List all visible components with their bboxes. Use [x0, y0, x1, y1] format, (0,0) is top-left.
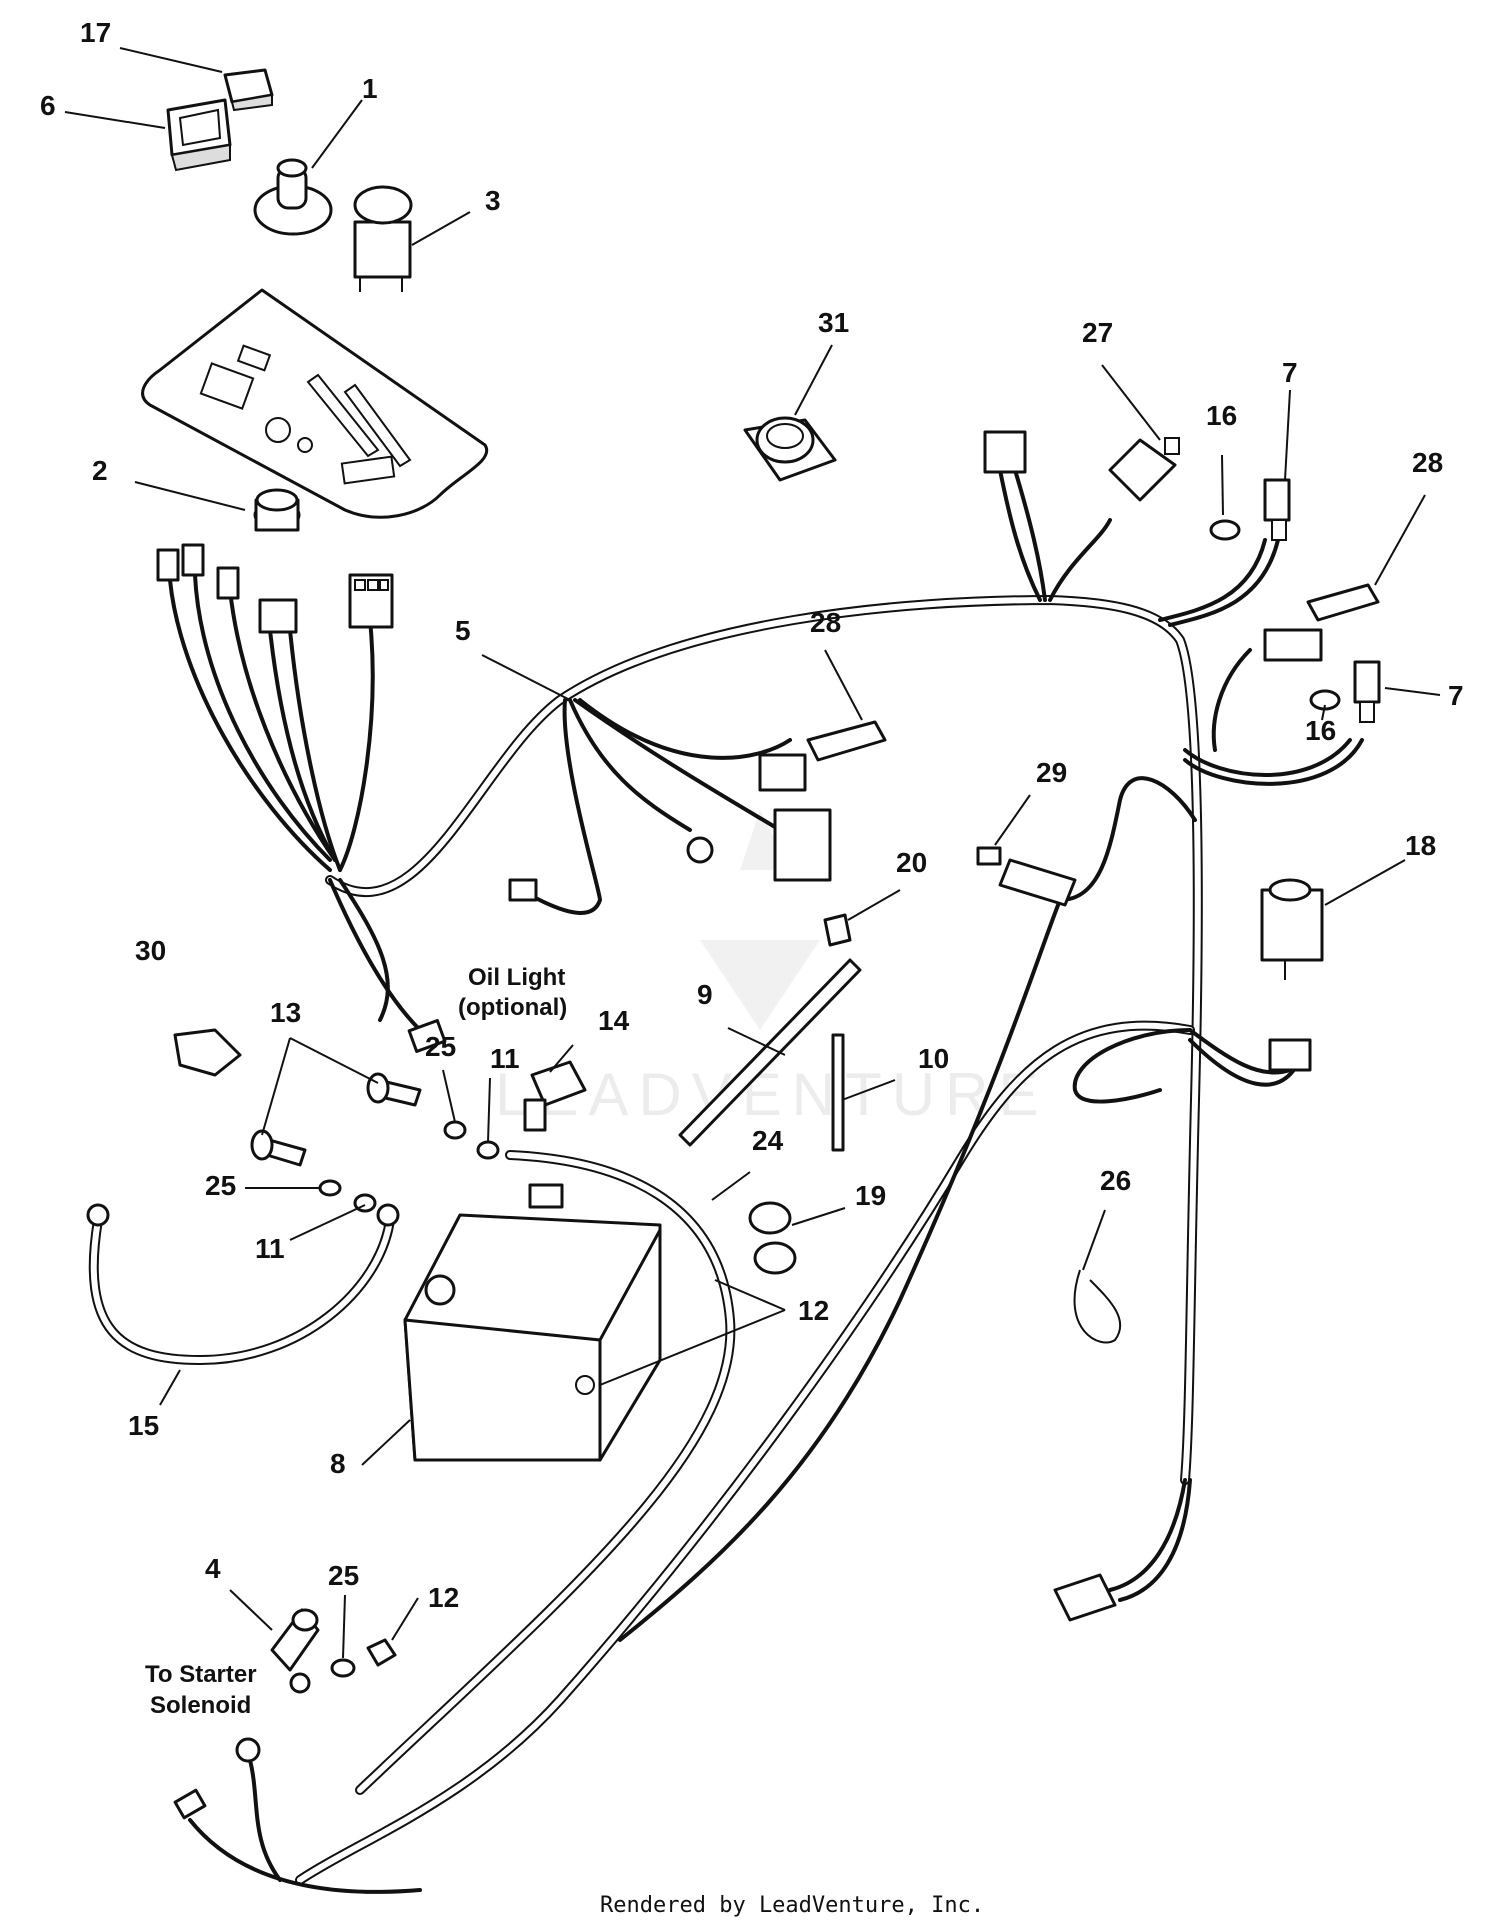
callout-25-b: 25: [205, 1170, 236, 1201]
harness-connectors-left: [156, 543, 394, 634]
oil-light-connector: [407, 1019, 447, 1053]
callout-19: 19: [855, 1180, 886, 1211]
part-31-buzzer: [743, 416, 837, 482]
callout-16-a: 16: [1206, 400, 1237, 431]
callout-7-b: 7: [1448, 680, 1464, 711]
harness-5-connectors: [508, 753, 832, 902]
part-3-pto-switch: [353, 185, 413, 292]
callout-10: 10: [918, 1043, 949, 1074]
callout-20: 20: [896, 847, 927, 878]
part-29-fuse: [976, 846, 1077, 907]
callout-26: 26: [1100, 1165, 1131, 1196]
part-13-bolts: [250, 1072, 422, 1167]
part-19-bushings: [748, 1201, 797, 1275]
bottom-right-connector: [1053, 1573, 1117, 1622]
callout-28-b: 28: [810, 607, 841, 638]
callout-labels: 17 6 1 3 2 31 27 16 7 28 5 28 7 16 29 20…: [40, 17, 1464, 1613]
part-7-relay-b: [1353, 660, 1381, 723]
part-2-socket: [253, 488, 301, 532]
part-8-battery: [403, 1183, 662, 1462]
callout-2: 2: [92, 455, 108, 486]
callout-11-a: 11: [490, 1043, 520, 1074]
part-6-rocker-switch: [166, 98, 232, 172]
callout-31: 31: [818, 307, 849, 338]
callout-30: 30: [135, 935, 166, 966]
part-10-rod: [831, 1033, 845, 1152]
oil-light-note: Oil Light (optional): [458, 964, 567, 1021]
callout-14: 14: [598, 1005, 630, 1036]
dash-panel: [141, 288, 489, 519]
callout-16-b: 16: [1305, 715, 1336, 746]
callout-25-c: 25: [328, 1560, 359, 1591]
callout-8: 8: [330, 1448, 346, 1479]
watermark-text: LEADVENTURE: [495, 1061, 1048, 1128]
wire-bundle: [168, 468, 1364, 1894]
part-14-block: [523, 1060, 587, 1132]
part-15-cable: [86, 1203, 400, 1366]
part-4-boot: [270, 1608, 320, 1672]
callout-1: 1: [362, 73, 378, 104]
watermark-flame-icon: [700, 810, 820, 1030]
starter-label-line2: Solenoid: [150, 1692, 251, 1719]
part-27-connectors: [983, 430, 1180, 502]
right-connector: [1263, 628, 1323, 662]
leader-lines: [64, 47, 1441, 1659]
callout-5: 5: [455, 615, 471, 646]
part-18-solenoid: [1260, 878, 1324, 980]
starter-hardware: [173, 1638, 397, 1820]
footer-credit: Rendered by LeadVenture, Inc.: [600, 1893, 984, 1918]
watermark: LEADVENTURE: [495, 810, 1048, 1128]
callout-18: 18: [1405, 830, 1436, 861]
part-18-connector: [1268, 1038, 1312, 1072]
part-1-key-switch: [253, 158, 333, 236]
part-28-fuse-b: [806, 720, 887, 762]
part-9-bracket: [678, 958, 862, 1147]
part-26-cable-tie: [1073, 1269, 1122, 1344]
oil-light-optional-label: (optional): [458, 994, 567, 1021]
part-16-pin-a: [1209, 519, 1241, 541]
callout-27: 27: [1082, 317, 1113, 348]
callout-12-b: 12: [428, 1582, 459, 1613]
callout-29: 29: [1036, 757, 1067, 788]
part-24-cable: [355, 1150, 736, 1795]
part-30-clamp: [173, 1028, 242, 1077]
part-7-relay-a: [1263, 478, 1291, 541]
part-28-fuse-a: [1306, 583, 1380, 622]
part-20-wing-nut: [823, 913, 852, 947]
callout-4: 4: [205, 1553, 221, 1584]
callout-11-b: 11: [255, 1233, 285, 1264]
callout-9: 9: [697, 979, 713, 1010]
main-harness: [295, 594, 1203, 1885]
washers: [318, 1120, 500, 1213]
callout-6: 6: [40, 90, 56, 121]
part-17-switch: [223, 68, 274, 112]
callout-3: 3: [485, 185, 501, 216]
oil-light-label: Oil Light: [468, 964, 565, 991]
callout-28-a: 28: [1412, 447, 1443, 478]
starter-label-line1: To Starter: [145, 1661, 257, 1688]
callout-17: 17: [80, 17, 111, 48]
callout-13: 13: [270, 997, 301, 1028]
callout-24: 24: [752, 1125, 784, 1156]
callout-15: 15: [128, 1410, 159, 1441]
callout-12-a: 12: [798, 1295, 829, 1326]
callout-7-a: 7: [1282, 357, 1298, 388]
starter-solenoid-note: To Starter Solenoid: [145, 1661, 257, 1719]
callout-25-a: 25: [425, 1031, 456, 1062]
